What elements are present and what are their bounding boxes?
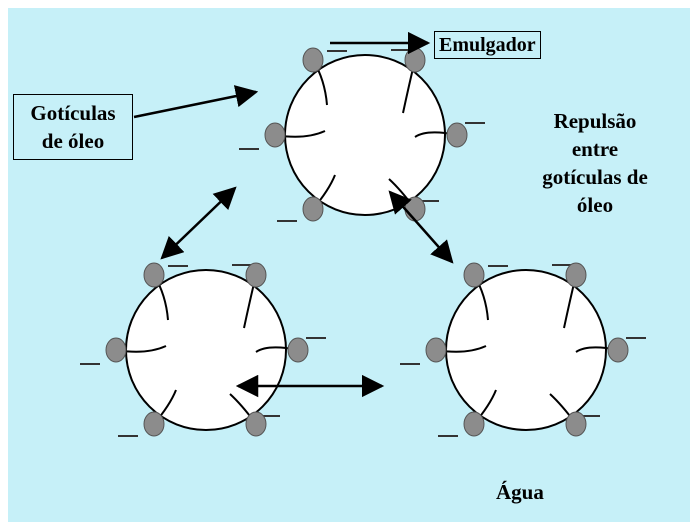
emulsifier-head [144, 412, 164, 436]
emulsifier-head [426, 338, 446, 362]
emulsifier-head [144, 263, 164, 287]
oil-droplets-label-line1: Gotículas [16, 99, 130, 127]
repulsion-label: Repulsão entre gotículas de óleo [515, 107, 675, 219]
emulsifier-head [566, 412, 586, 436]
droplet-bottom-left [80, 263, 326, 436]
repulsion-arrow-top-left [162, 188, 235, 258]
oil-droplets-label: Gotículas de óleo [13, 94, 133, 160]
emulsifier-head [303, 48, 323, 72]
emulsifier-head [464, 412, 484, 436]
repulsion-label-line3: gotículas de [515, 163, 675, 191]
emulsifier-head [405, 197, 425, 221]
repulsion-label-line4: óleo [515, 191, 675, 219]
emulsifier-head [265, 123, 285, 147]
repulsion-label-line2: entre [515, 135, 675, 163]
emulsifier-head [447, 123, 467, 147]
emulsifier-head [246, 263, 266, 287]
emulsifier-head [106, 338, 126, 362]
repulsion-label-line1: Repulsão [515, 107, 675, 135]
droplets-pointer-arrow [134, 92, 256, 117]
emulsifier-head [288, 338, 308, 362]
oil-droplets-label-line2: de óleo [16, 127, 130, 155]
water-label: Água [496, 478, 544, 506]
emulsifier-head [566, 263, 586, 287]
emulsifier-head [303, 197, 323, 221]
emulsifier-head [464, 263, 484, 287]
emulsifier-head [405, 48, 425, 72]
emulsifier-head [608, 338, 628, 362]
emulsifier-label: Emulgador [434, 31, 541, 59]
droplet-bottom-right [400, 263, 646, 436]
emulsifier-head [246, 412, 266, 436]
droplet-top [239, 48, 485, 221]
